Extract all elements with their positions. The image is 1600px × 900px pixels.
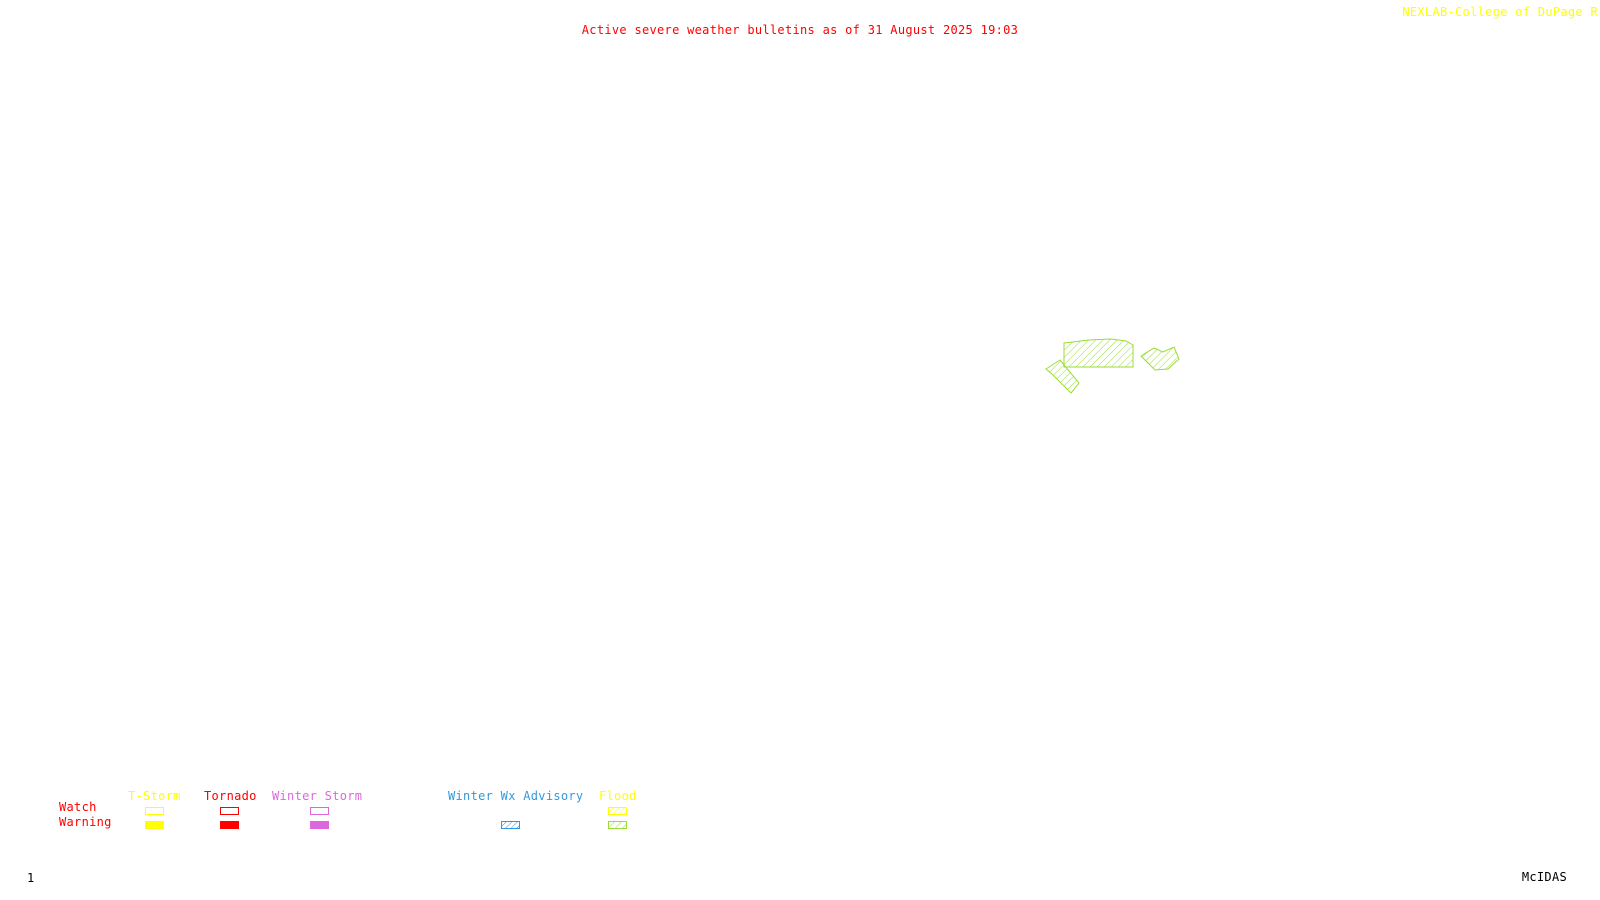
tstorm-warning-swatch	[145, 821, 164, 829]
legend-label-tstorm: T-Storm	[128, 789, 181, 803]
flood-warning-polygon	[1063, 338, 1134, 368]
flood-warning-swatch	[608, 821, 627, 829]
legend-label-tornado: Tornado	[204, 789, 257, 803]
brand-credit: NEXLAB-College of DuPage R	[1402, 5, 1598, 19]
winter-wx-advisory-swatch	[501, 821, 520, 829]
legend-row-watch: Watch	[59, 800, 97, 814]
tornado-warning-swatch	[220, 821, 239, 829]
flood-watch-swatch	[608, 807, 627, 815]
frame-number: 1	[27, 871, 35, 885]
winter-storm-watch-swatch	[310, 807, 329, 815]
page-title: Active severe weather bulletins as of 31…	[581, 23, 1019, 37]
tstorm-watch-swatch	[145, 807, 164, 815]
legend-label-winter-storm: Winter Storm	[272, 789, 363, 803]
legend-label-flood: Flood	[599, 789, 637, 803]
legend-label-winter-wx-advisory: Winter Wx Advisory	[448, 789, 584, 803]
tornado-watch-swatch	[220, 807, 239, 815]
legend-row-warning: Warning	[59, 815, 112, 829]
flood-warning-polygon	[1140, 346, 1180, 371]
software-label: McIDAS	[1521, 870, 1567, 884]
winter-storm-warning-swatch	[310, 821, 329, 829]
flood-warning-polygon	[1045, 359, 1080, 394]
